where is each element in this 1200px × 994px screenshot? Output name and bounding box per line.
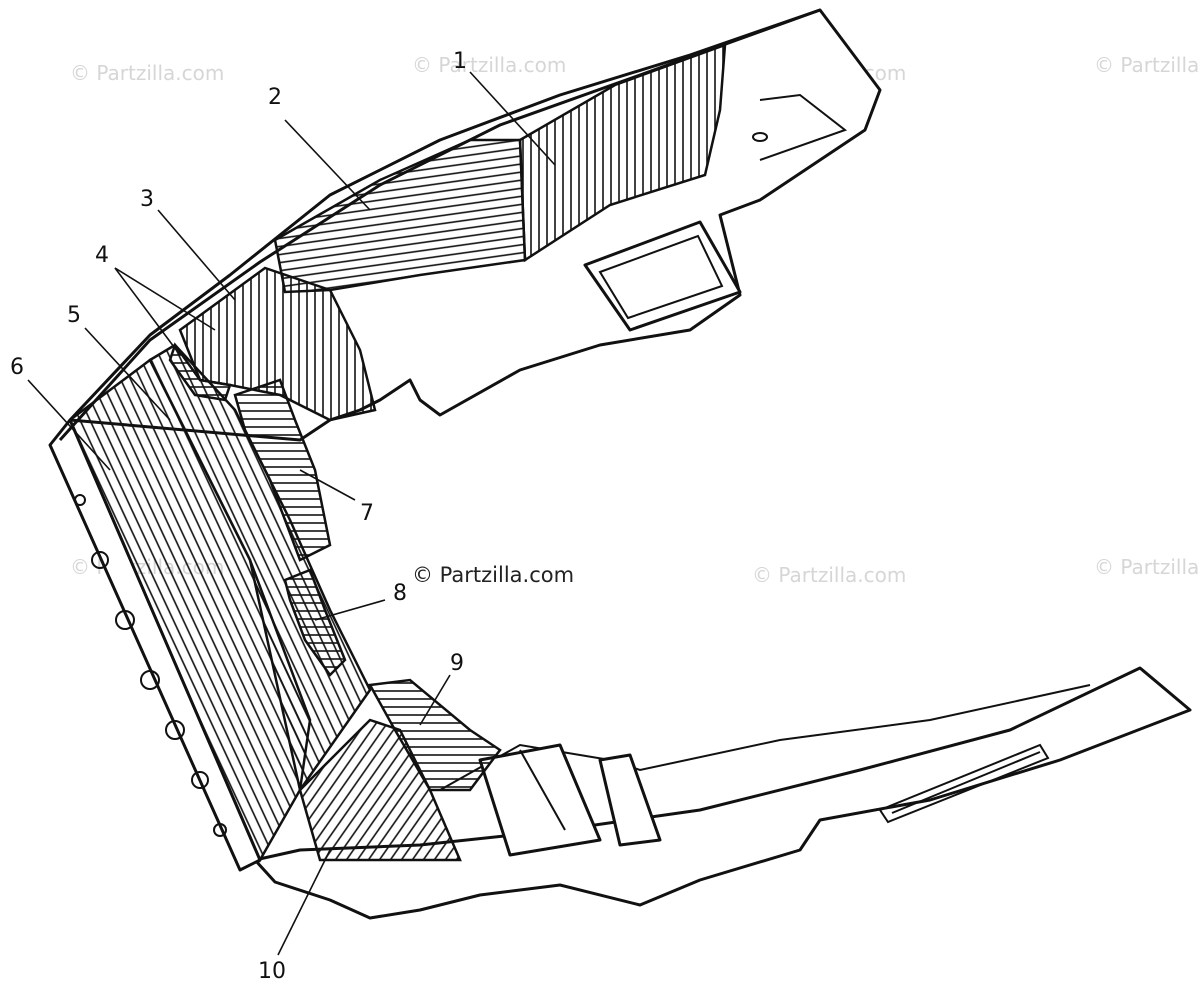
leader-4b (114, 267, 181, 356)
leader-4a (114, 267, 216, 331)
callout-8: 8 (393, 581, 407, 606)
part-10-region (298, 718, 462, 862)
watermark-center: © Partzilla.com (412, 563, 574, 587)
leader-5 (84, 327, 171, 421)
leader-7 (299, 469, 356, 501)
callout-5: 5 (67, 303, 81, 328)
watermark: © Partzilla.com (70, 61, 224, 85)
watermark: © Partzilla.com (412, 53, 566, 77)
leader-8 (314, 599, 386, 621)
leader-3 (157, 209, 236, 301)
leader-6 (27, 379, 111, 471)
watermark: © Partzilla.com (752, 563, 906, 587)
part-5-region (148, 343, 372, 794)
callout-4: 4 (95, 243, 109, 268)
callout-1: 1 (453, 49, 467, 74)
leader-9 (419, 674, 451, 726)
leader-10 (277, 849, 331, 956)
callout-2: 2 (268, 85, 282, 110)
part-7-region (233, 378, 332, 562)
leader-1 (469, 71, 556, 166)
watermark: © Partzilla.com (1094, 53, 1200, 77)
leader-2 (284, 119, 371, 211)
part-8-region (283, 568, 347, 677)
callout-6: 6 (10, 355, 24, 380)
callout-7: 7 (360, 501, 374, 526)
callout-labels: 1 2 3 4 5 6 7 8 9 10 (10, 49, 467, 984)
callout-9: 9 (450, 651, 464, 676)
watermarks: © Partzilla.com © Partzilla.com © Partzi… (70, 53, 1200, 587)
callout-10: 10 (258, 959, 286, 984)
watermark: © Partzilla.com (1094, 555, 1200, 579)
leader-lines (27, 71, 556, 956)
insulation-pieces (68, 43, 727, 863)
callout-3: 3 (140, 187, 154, 212)
